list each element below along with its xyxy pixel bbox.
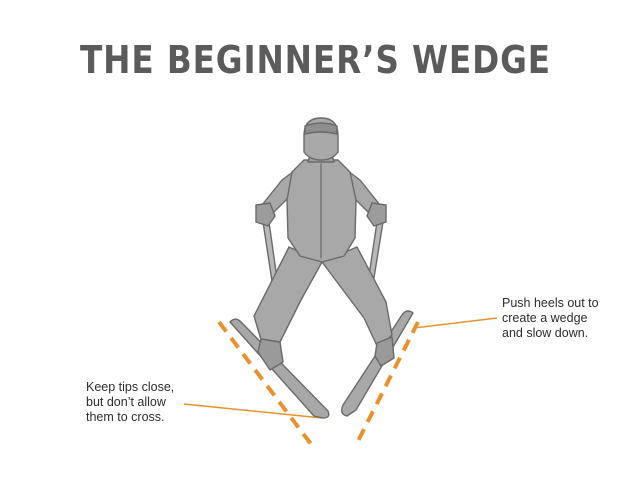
heels-callout: Push heels out to create a wedge and slo…: [502, 296, 599, 341]
left-wedge-guide: [217, 320, 316, 450]
tips-callout-line-3: them to cross.: [86, 410, 165, 424]
right-boot: [374, 336, 395, 367]
right-leg: [321, 246, 393, 349]
left-glove: [255, 202, 276, 227]
right-wedge-guide: [354, 321, 420, 446]
skier-figure: [229, 117, 414, 419]
heels-callout-line-3: and slow down.: [502, 326, 589, 340]
left-leg: [253, 246, 323, 347]
heels-leader-line: [413, 317, 498, 329]
callout-leader-lines: [183, 317, 498, 419]
left-ski: [229, 318, 330, 419]
diagram-title: THE BEGINNER’S WEDGE: [80, 38, 551, 82]
boots: [257, 336, 395, 371]
skis: [229, 310, 414, 419]
tips-callout-line-2: but don’t allow: [86, 395, 166, 409]
tips-callout-line-1: Keep tips close,: [86, 380, 175, 394]
tips-callout: Keep tips close, but don’t allow them to…: [86, 380, 174, 425]
gloves: [255, 202, 387, 227]
right-ski: [340, 310, 414, 417]
wedge-guide-lines: [217, 320, 420, 450]
legs: [253, 246, 393, 349]
heels-callout-line-1: Push heels out to: [502, 296, 599, 310]
right-glove: [366, 202, 387, 227]
heels-callout-line-2: create a wedge: [502, 311, 588, 325]
goggles-icon: [304, 122, 338, 135]
tips-leader-line: [183, 403, 323, 419]
left-boot: [257, 338, 284, 371]
